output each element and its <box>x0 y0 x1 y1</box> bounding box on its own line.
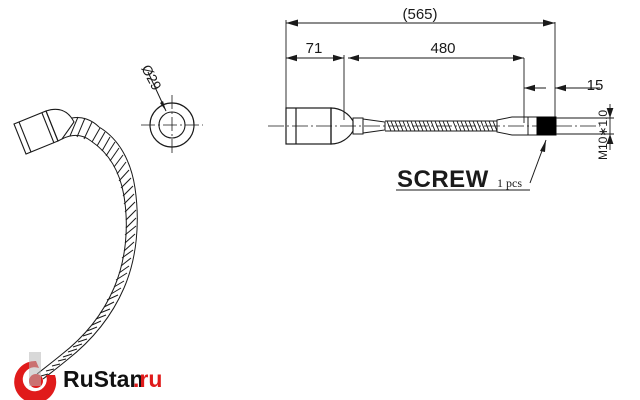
flexible-shaft <box>385 120 498 132</box>
arrow-right <box>333 54 344 62</box>
arrow-left <box>348 54 359 62</box>
bent-head-collar <box>61 116 100 142</box>
bent-gooseneck-view <box>13 108 138 380</box>
thread-shank <box>556 117 585 135</box>
neck-collar <box>352 117 386 135</box>
bent-lamp-head <box>13 108 75 155</box>
thread-spec-label: M10∗1.0 <box>596 110 610 160</box>
arrow-left <box>524 84 535 92</box>
main-assembly-view <box>268 107 600 145</box>
screw-thread-block <box>536 116 557 136</box>
screw-annotation-leader <box>396 139 547 191</box>
arrow-right <box>543 19 555 27</box>
dimension-flexible <box>348 54 524 62</box>
arrow-up <box>606 108 614 118</box>
dimension-overall <box>286 19 555 27</box>
logo-neck-overlap <box>29 352 41 386</box>
dimension-head <box>286 54 344 62</box>
flexible-length-label: 480 <box>430 40 455 57</box>
screw-leader-arrow <box>540 140 546 152</box>
dimension-thread <box>524 84 600 92</box>
arrow-left <box>286 54 297 62</box>
watermark-logo: RuStan .ru <box>14 352 162 400</box>
arrow-right <box>513 54 524 62</box>
thread-length-label: 15 <box>587 77 604 94</box>
arrow-left <box>286 19 298 27</box>
overall-length-label: (565) <box>402 6 437 23</box>
diameter-section-view <box>141 71 203 156</box>
screw-qty-label: 1 pcs <box>497 176 522 190</box>
arrow-down <box>606 134 614 144</box>
logo-ring <box>14 360 57 400</box>
bent-flexible-neck <box>36 126 138 380</box>
brand-name: RuStan <box>63 366 144 392</box>
screw-label: SCREW <box>397 166 489 193</box>
head-length-label: 71 <box>306 40 323 57</box>
brand-tld: .ru <box>133 366 162 392</box>
ring-logo-icon <box>14 352 57 400</box>
diameter-leader-arrow <box>160 101 166 111</box>
shaft-corrugations <box>386 120 498 132</box>
collar-taper <box>362 118 386 134</box>
arrow-right <box>555 84 566 92</box>
